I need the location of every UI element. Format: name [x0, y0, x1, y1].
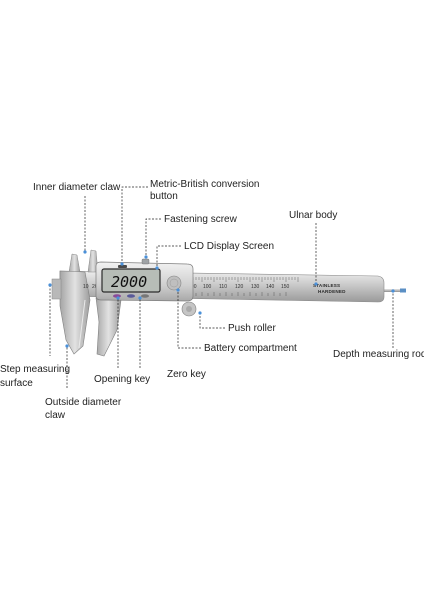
scale-number: 20: [92, 284, 98, 290]
ruler-scale: [189, 277, 299, 296]
leader-fastening-screw: [145, 218, 161, 257]
leader-dots: [48, 250, 395, 348]
scale-number: 130: [251, 284, 260, 290]
leader-lines: [49, 186, 394, 388]
caliper: 90 100 110 120 130 140 150 STAINLESS HAR…: [51, 249, 406, 357]
scale-number: 120: [235, 284, 244, 290]
label-step-surface-line2: surface: [0, 378, 33, 389]
leader-conversion-button: [121, 186, 148, 264]
label-push-roller: Push roller: [228, 323, 276, 334]
metric-british-button: [118, 265, 127, 268]
label-step-surface-line1: Step measuring: [0, 364, 70, 375]
brand-hardened: HARDENED: [318, 289, 346, 294]
scale-number: 110: [219, 284, 227, 290]
unit-key: [141, 294, 149, 298]
lcd-display-screen: [101, 268, 161, 293]
label-lcd-display-screen: LCD Display Screen: [184, 241, 274, 252]
inner-diameter-claw-fixed: [68, 253, 81, 273]
label-fastening-screw: Fastening screw: [164, 214, 238, 225]
label-depth-measuring-rod: Depth measuring rod: [333, 349, 424, 360]
label-outside-claw-line2: claw: [45, 410, 66, 421]
fastening-screw: [141, 258, 150, 265]
inner-diameter-claw-sliding: [87, 249, 99, 273]
scale-number: 90: [191, 284, 197, 290]
label-ulnar-body: Ulnar body: [289, 210, 337, 221]
battery-compartment: [166, 275, 182, 291]
labels: Inner diameter claw Metric-British conve…: [0, 179, 424, 421]
depth-rod-tip: [400, 288, 406, 293]
label-opening-key: Opening key: [94, 374, 150, 385]
leader-lcd: [156, 245, 181, 268]
label-conversion-button-line2: button: [150, 191, 178, 202]
label-outside-claw-line1: Outside diameter: [45, 397, 122, 408]
zero-key: [127, 294, 135, 298]
lcd-reading: 2000: [111, 273, 147, 291]
leader-push-roller: [199, 313, 225, 329]
outside-diameter-claw-sliding: [95, 297, 122, 357]
label-inner-diameter-claw: Inner diameter claw: [33, 182, 121, 193]
outside-diameter-claw-fixed: [59, 270, 91, 355]
scale-number: 140: [266, 284, 275, 290]
label-conversion-button-line1: Metric-British conversion: [150, 179, 259, 190]
leader-battery: [177, 290, 201, 349]
label-battery-compartment: Battery compartment: [204, 343, 297, 354]
scale-number: 150: [281, 284, 290, 290]
scale-number: 10: [83, 284, 89, 290]
label-zero-key: Zero key: [167, 369, 206, 380]
scale-number: 100: [203, 284, 212, 290]
brand-stainless: STAINLESS: [313, 283, 340, 288]
step-measuring-surface: [51, 278, 62, 300]
